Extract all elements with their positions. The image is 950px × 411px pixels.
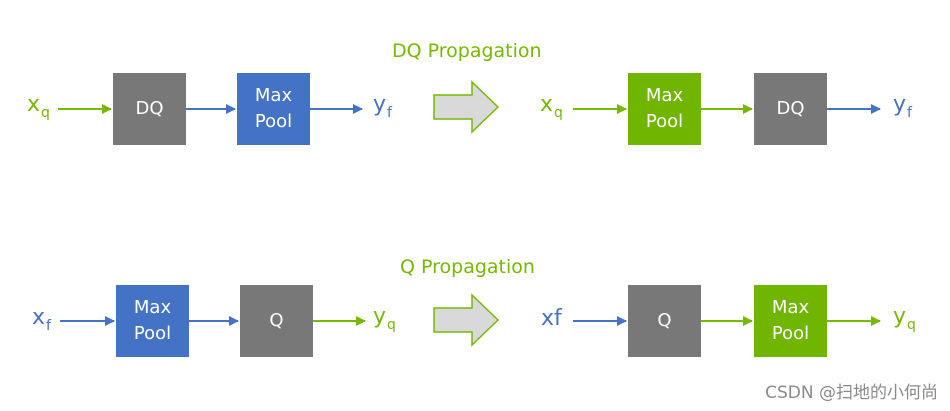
watermark: CSDN @扫地的小何尚: [765, 383, 938, 403]
dq-after-maxpool-box: Max Pool: [628, 73, 701, 145]
maxpool-line2: Pool: [645, 111, 684, 132]
dq-box-label: DQ: [135, 98, 164, 119]
maxpool-line2: Pool: [133, 323, 172, 344]
q-before-output-label: yq: [373, 304, 396, 333]
q-before-q-box: Q: [240, 285, 313, 357]
dq-after-dq-box: DQ: [754, 73, 827, 145]
dq-before-output-label: yf: [373, 92, 392, 121]
dq-propagation-title: DQ Propagation: [392, 40, 542, 62]
dq-after-input-label: xq: [540, 92, 563, 121]
maxpool-line1: Max: [133, 297, 172, 318]
maxpool-line1: Max: [645, 85, 684, 106]
maxpool-line2: Pool: [254, 111, 293, 132]
q-propagation-title: Q Propagation: [400, 256, 535, 278]
dq-before-input-label: xq: [27, 92, 50, 121]
dq-before-maxpool-box: Max Pool: [237, 73, 310, 145]
q-after-input-label: xf: [541, 306, 562, 331]
transform-arrow-q: [433, 293, 500, 347]
dq-after-output-label: yf: [893, 92, 912, 121]
dq-box-label: DQ: [776, 98, 805, 119]
q-box-label: Q: [269, 310, 284, 331]
maxpool-line1: Max: [254, 85, 293, 106]
maxpool-line2: Pool: [771, 323, 810, 344]
dq-before-dq-box: DQ: [113, 73, 186, 145]
q-before-maxpool-box: Max Pool: [116, 285, 189, 357]
q-before-input-label: xf: [32, 305, 51, 334]
q-after-output-label: yq: [893, 304, 916, 333]
maxpool-line1: Max: [771, 297, 810, 318]
q-box-label: Q: [657, 310, 672, 331]
q-after-q-box: Q: [628, 285, 701, 357]
q-after-maxpool-box: Max Pool: [754, 285, 827, 357]
transform-arrow-dq: [433, 80, 500, 134]
